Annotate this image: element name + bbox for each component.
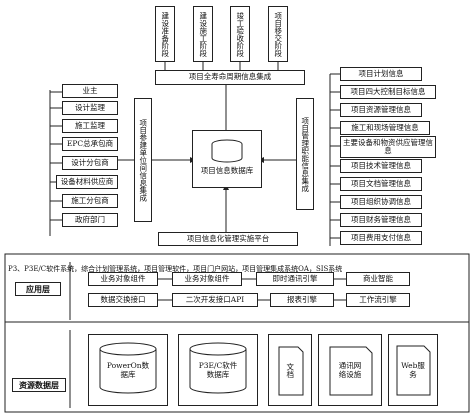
data-layer-label: 资源数据层 — [12, 378, 66, 392]
database-icon — [211, 139, 243, 163]
participant-construction-supervision: 施工监理 — [62, 119, 118, 133]
info-technical: 项目技术管理信息 — [340, 159, 422, 173]
phase-construction: 建设施工阶段 — [193, 6, 213, 62]
database-icon — [99, 342, 157, 394]
participant-design-supervision: 设计监理 — [62, 101, 118, 115]
app-secondary-dev-api[interactable]: 二次开发接口API — [172, 293, 258, 307]
data-documents: 文档 — [268, 334, 312, 406]
data-network-label: 通讯网络设施 — [338, 361, 362, 379]
participant-government: 政府部门 — [62, 213, 118, 227]
management-integration-title: 项目管理职能信息集成 — [296, 98, 314, 210]
data-p3ec-db: P3E/C软件数据库 — [178, 334, 258, 406]
app-im-engine[interactable]: 即时通讯引擎 — [256, 272, 334, 286]
document-icon — [396, 345, 431, 396]
participant-epc-contractor: EPC总承包商 — [62, 137, 118, 151]
info-finance: 项目财务管理信息 — [340, 213, 422, 227]
lifecycle-integration-bar: 项目全寿命周期信息集成 — [155, 70, 305, 85]
info-payments: 项目费用支付信息 — [340, 231, 422, 245]
database-label: 项目信息数据库 — [200, 166, 254, 175]
app-report-engine[interactable]: 报表引擎 — [270, 293, 334, 307]
info-site-management: 施工和现场管理信息 — [340, 121, 430, 135]
systems-line: P3、P3E/C软件系统，综合计划管理系统，项目管理软件，项目门户网站，项目管理… — [8, 265, 343, 274]
document-icon — [278, 346, 304, 396]
network-icon — [329, 346, 373, 396]
data-documents-label: 文档 — [285, 362, 295, 378]
app-layer-label: 应用层 — [15, 282, 61, 296]
info-plan: 项目计划信息 — [340, 67, 422, 81]
info-equipment-supply: 主要设备和物资供应管理信息 — [340, 136, 436, 158]
data-web-label: Web服务 — [401, 361, 425, 379]
participant-equipment-supplier: 设备材料供应商 — [56, 175, 118, 189]
data-p3ec-label: P3E/C软件数据库 — [198, 361, 238, 379]
project-info-database: 项目信息数据库 — [192, 130, 262, 188]
data-poweron-db: PowerOn数据库 — [88, 334, 168, 406]
app-business-component-1[interactable]: 业务对象组件 — [88, 272, 158, 286]
app-business-component-2[interactable]: 业务对象组件 — [172, 272, 242, 286]
phase-completion: 竣工验收阶段 — [230, 6, 250, 62]
app-data-exchange-interface[interactable]: 数据交换接口 — [88, 293, 158, 307]
data-web-service: Web服务 — [388, 334, 438, 406]
info-documents: 项目文档管理信息 — [340, 177, 422, 191]
info-resources: 项目资源管理信息 — [340, 103, 422, 117]
database-icon — [189, 342, 247, 394]
participants-integration-title: 项目参建单位间信息集成 — [134, 98, 152, 222]
platform-bar: 项目信息化管理实施平台 — [158, 232, 298, 246]
app-workflow-engine[interactable]: 工作流引擎 — [346, 293, 410, 307]
info-coordination: 项目组织协调信息 — [340, 195, 422, 209]
phase-handover: 项目移交阶段 — [268, 6, 288, 62]
participant-construction-subcontractor: 施工分包商 — [62, 194, 118, 208]
data-poweron-label: PowerOn数据库 — [106, 361, 150, 379]
app-business-intelligence[interactable]: 商业智能 — [346, 272, 410, 286]
data-network: 通讯网络设施 — [318, 334, 382, 406]
participant-design-subcontractor: 设计分包商 — [62, 156, 118, 170]
info-four-controls: 项目四大控制目标信息 — [340, 85, 436, 99]
participant-owner: 业主 — [62, 84, 118, 98]
phase-preparation: 建设准备阶段 — [155, 6, 175, 62]
